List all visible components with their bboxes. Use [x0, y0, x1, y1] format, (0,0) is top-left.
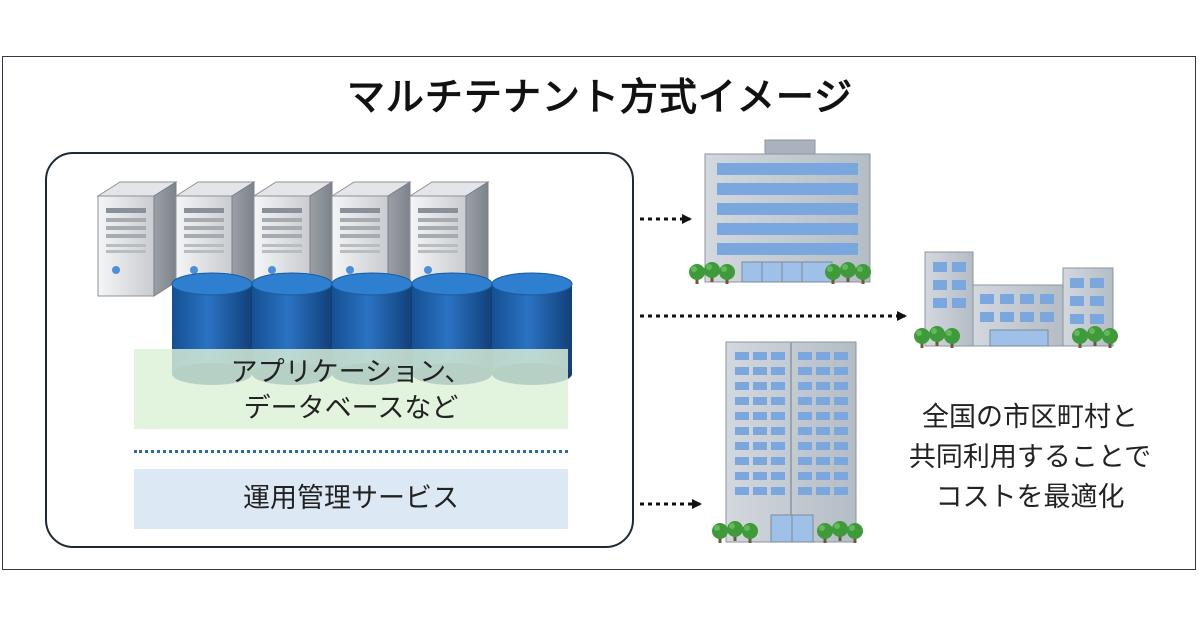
- caption-line3: コストを最適化: [935, 482, 1125, 513]
- diagram-title: マルチテナント方式イメージ: [346, 75, 854, 119]
- tower-building-icon: [725, 341, 857, 543]
- operations-management-layer: 運用管理サービス: [134, 469, 568, 529]
- caption-line2: 共同利用することで: [908, 442, 1152, 473]
- school-building-icon: [924, 251, 1114, 347]
- server-icon: [97, 181, 177, 297]
- operations-layer-label: 運用管理サービス: [243, 483, 459, 514]
- cost-caption: 全国の市区町村と 共同利用することで コストを最適化: [880, 398, 1180, 518]
- application-layer-label-line1: アプリケーション、: [230, 357, 472, 388]
- layer-divider: [134, 450, 568, 453]
- application-database-layer: アプリケーション、 データベースなど: [134, 349, 568, 429]
- caption-line1: 全国の市区町村と: [922, 402, 1138, 433]
- application-layer-label-line2: データベースなど: [243, 393, 459, 424]
- office-building-icon: [704, 139, 871, 283]
